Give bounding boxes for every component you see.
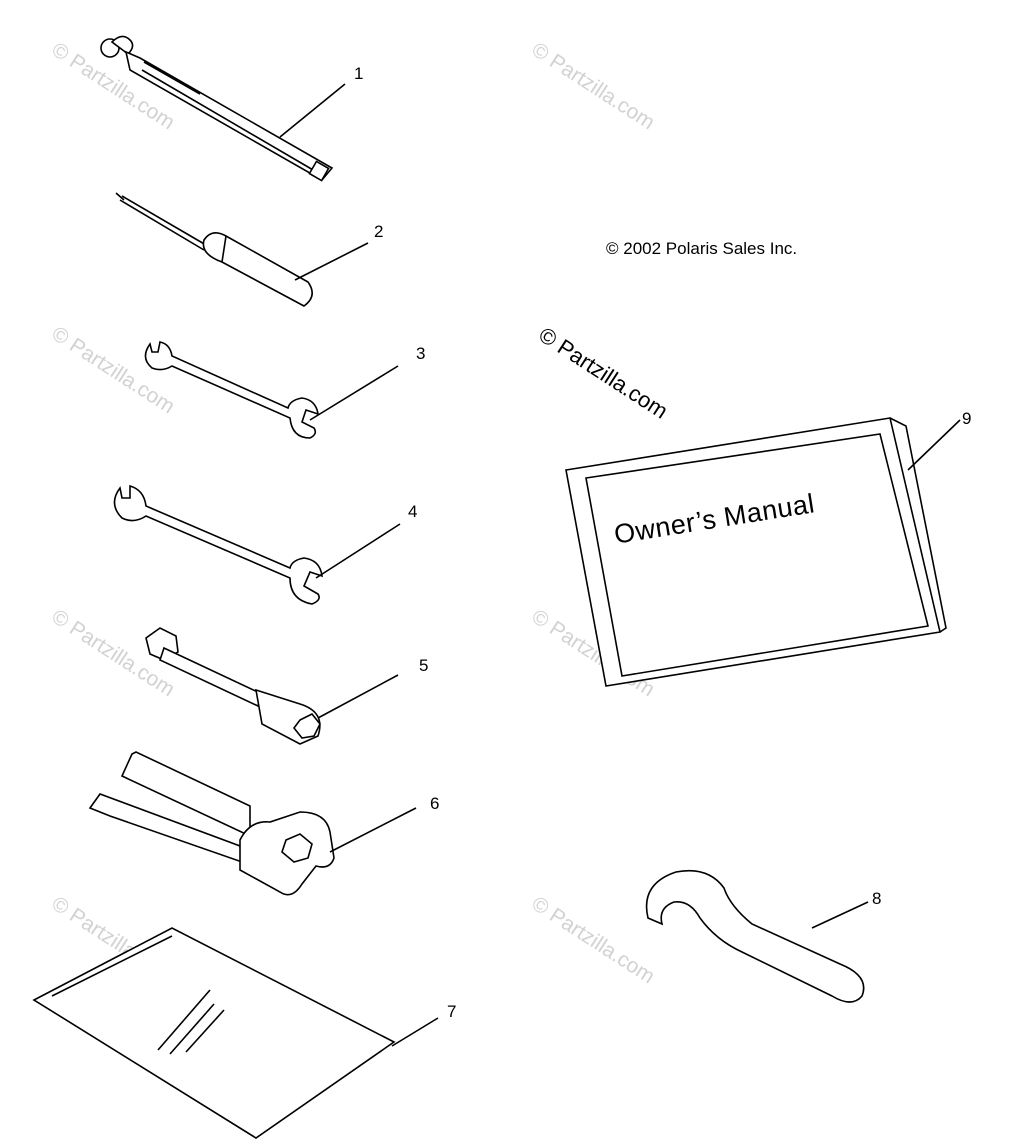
callout-9: 9 bbox=[962, 409, 972, 428]
screwdriver-part bbox=[115, 192, 369, 307]
tire-gauge-part bbox=[100, 35, 346, 182]
wrench-8-10-part bbox=[144, 341, 399, 439]
wrench-12-14-part bbox=[113, 484, 401, 605]
callout-7: 7 bbox=[447, 1002, 457, 1021]
callout-6: 6 bbox=[430, 794, 440, 813]
callout-2: 2 bbox=[374, 222, 384, 241]
spark-plug-socket-part bbox=[145, 627, 399, 745]
callout-5: 5 bbox=[419, 656, 429, 675]
callout-3: 3 bbox=[416, 344, 426, 363]
copyright-text: © 2002 Polaris Sales Inc. bbox=[606, 239, 798, 258]
bag-part bbox=[32, 927, 439, 1139]
callout-4: 4 bbox=[408, 502, 418, 521]
spanner-wrench-part bbox=[645, 869, 869, 1003]
tool-holder-part bbox=[88, 751, 417, 896]
callout-1: 1 bbox=[354, 64, 364, 83]
owners-manual-part bbox=[565, 417, 961, 687]
callout-8: 8 bbox=[872, 889, 882, 908]
